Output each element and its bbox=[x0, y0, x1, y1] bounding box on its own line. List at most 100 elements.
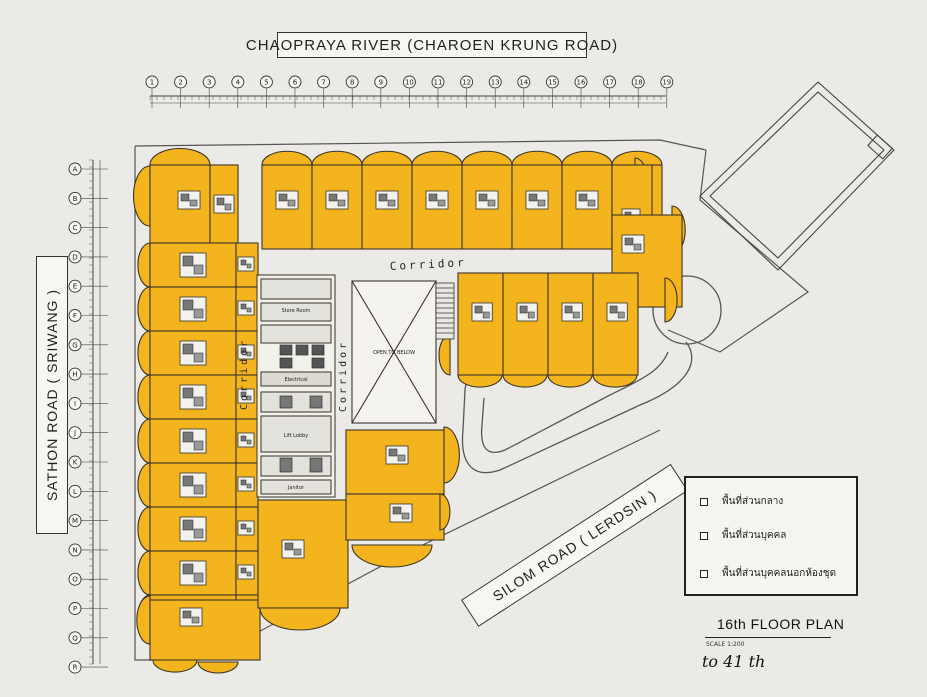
unit bbox=[411, 164, 463, 250]
svg-text:I: I bbox=[74, 400, 76, 408]
grid-row-A: A bbox=[68, 162, 108, 176]
unit bbox=[149, 418, 237, 464]
grid-row-F: F bbox=[68, 309, 108, 322]
electrical-label: Electrical bbox=[285, 377, 308, 383]
grid-row-P: P bbox=[68, 602, 108, 615]
legend-swatch bbox=[700, 531, 708, 540]
store-room-label: Store Room bbox=[281, 308, 310, 314]
grid-row-H: H bbox=[68, 367, 108, 381]
legend-item-private: พื้นที่ส่วนบุคคล bbox=[700, 528, 786, 543]
unit bbox=[149, 506, 237, 552]
grid-column-5: 5 bbox=[259, 75, 273, 108]
svg-text:L: L bbox=[73, 488, 77, 496]
svg-text:16: 16 bbox=[577, 79, 586, 87]
svg-text:6: 6 bbox=[293, 79, 298, 87]
bay-window bbox=[443, 426, 460, 484]
grid-row-G: G bbox=[68, 338, 108, 352]
grid-row-L: L bbox=[68, 484, 108, 498]
plan-title-rule bbox=[705, 637, 831, 638]
unit bbox=[457, 272, 504, 376]
grid-column-8: 8 bbox=[345, 75, 359, 108]
grid-column-11: 11 bbox=[431, 75, 445, 108]
legend-item-common: พื้นที่ส่วนกลาง bbox=[700, 494, 783, 509]
unit bbox=[345, 429, 445, 495]
grid-row-R: R bbox=[68, 660, 108, 674]
grid-row-O: O bbox=[68, 572, 108, 586]
unit bbox=[149, 374, 237, 420]
stair bbox=[435, 282, 455, 340]
left-road-label: SATHON ROAD ( SRIWANG ) bbox=[36, 256, 68, 534]
unit bbox=[149, 164, 211, 244]
svg-text:N: N bbox=[72, 546, 77, 554]
unit bbox=[235, 242, 259, 288]
svg-text:H: H bbox=[72, 371, 77, 379]
building-core bbox=[256, 274, 336, 498]
legend-text: พื้นที่ส่วนบุคคล bbox=[722, 530, 787, 541]
grid-column-13: 13 bbox=[488, 75, 502, 108]
bay-window bbox=[561, 150, 613, 166]
legend-swatch bbox=[700, 569, 708, 578]
svg-text:M: M bbox=[72, 517, 78, 525]
unit bbox=[311, 164, 363, 250]
bay-window bbox=[137, 242, 151, 288]
unit bbox=[209, 164, 239, 244]
open-below-label: OPEN TO BELOW bbox=[373, 350, 415, 356]
svg-text:5: 5 bbox=[264, 79, 268, 87]
grid-column-2: 2 bbox=[174, 75, 188, 108]
svg-text:F: F bbox=[73, 312, 77, 320]
grid-column-19: 19 bbox=[660, 75, 674, 108]
plan-scale: SCALE 1:200 bbox=[706, 641, 745, 648]
svg-text:15: 15 bbox=[548, 79, 557, 87]
unit bbox=[502, 272, 549, 376]
grid-row-N: N bbox=[68, 543, 108, 557]
lift-lobby-label: Lift Lobby bbox=[284, 433, 309, 439]
corridor-vertical-label-a: Corridor bbox=[239, 338, 250, 410]
residential-units bbox=[132, 147, 686, 674]
bay-window bbox=[439, 493, 451, 531]
svg-text:G: G bbox=[72, 341, 77, 349]
grid-row-C: C bbox=[68, 221, 108, 235]
svg-text:1: 1 bbox=[150, 79, 154, 87]
svg-text:J: J bbox=[73, 429, 76, 437]
unit bbox=[149, 550, 237, 596]
bay-window bbox=[511, 150, 563, 166]
grid-row-D: D bbox=[68, 250, 108, 264]
svg-text:9: 9 bbox=[379, 79, 383, 87]
svg-text:17: 17 bbox=[605, 79, 614, 87]
svg-text:R: R bbox=[73, 664, 78, 672]
bay-window bbox=[137, 330, 151, 376]
unit bbox=[461, 164, 513, 250]
bay-window bbox=[136, 595, 151, 645]
unit bbox=[235, 506, 259, 552]
bay-window bbox=[351, 544, 433, 568]
svg-text:13: 13 bbox=[491, 79, 500, 87]
bay-window bbox=[664, 277, 678, 323]
unit bbox=[149, 330, 237, 376]
unit bbox=[592, 272, 639, 376]
legend-swatch bbox=[700, 497, 708, 506]
grid-row-E: E bbox=[68, 279, 108, 293]
bay-window bbox=[132, 165, 151, 227]
bay-window bbox=[502, 374, 548, 388]
bay-window bbox=[149, 147, 211, 166]
legend-item-private-outside: พื้นที่ส่วนบุคคลนอกห้องชุด bbox=[700, 566, 836, 581]
unit bbox=[149, 242, 237, 288]
unit bbox=[345, 493, 445, 541]
svg-text:7: 7 bbox=[321, 79, 325, 87]
svg-text:A: A bbox=[73, 166, 78, 174]
svg-text:10: 10 bbox=[405, 79, 414, 87]
bay-window bbox=[197, 661, 239, 674]
grid-row-Q: Q bbox=[68, 631, 108, 645]
svg-text:19: 19 bbox=[662, 79, 671, 87]
neighbour-building bbox=[699, 81, 895, 271]
svg-text:E: E bbox=[73, 283, 77, 291]
legend-text: พื้นที่ส่วนบุคคลนอกห้องชุด bbox=[722, 568, 837, 579]
bay-window bbox=[137, 374, 151, 420]
bay-window bbox=[457, 374, 503, 388]
svg-text:12: 12 bbox=[462, 79, 471, 87]
bay-window bbox=[259, 607, 341, 631]
unit bbox=[361, 164, 413, 250]
unit bbox=[235, 550, 259, 596]
